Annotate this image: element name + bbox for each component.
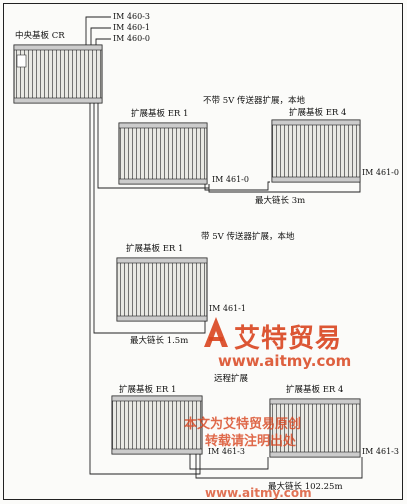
section1-max-length: 最大链长 3m: [255, 196, 306, 206]
rack-er1-5v: [116, 257, 208, 322]
rack-er1-remote: [111, 395, 203, 455]
watermark-line1: 本文为艾特贸易原创: [184, 417, 302, 432]
im461-3-left-label: IM 461-3: [208, 447, 245, 456]
rack-er4-remote: [269, 398, 361, 458]
watermark-url2: www.aitmy.com: [205, 486, 312, 500]
rack-er1-local: [118, 122, 208, 185]
watermark-url: www.aitmy.com: [218, 352, 352, 370]
cr-title: 中央基板 CR: [15, 31, 65, 41]
watermark-line2: 转载请注明出处: [205, 434, 297, 449]
im460-3-label: IM 460-3: [113, 12, 150, 21]
section2-max-length: 最大链长 1.5m: [130, 336, 189, 346]
er1-local-title: 扩展基板 ER 1: [131, 109, 189, 119]
section1-heading: 不带 5V 传送器扩展，本地: [203, 96, 305, 106]
section3-max-length: 最大链长 102.25m: [268, 482, 343, 492]
im461-0-right-label: IM 461-0: [362, 168, 399, 177]
er4-local-title: 扩展基板 ER 4: [289, 108, 347, 118]
er4-remote-title: 扩展基板 ER 4: [286, 385, 344, 395]
im461-1-label: IM 461-1: [209, 304, 246, 313]
section3-heading: 远程扩展: [214, 374, 249, 384]
rack-cr: [13, 44, 103, 104]
im461-0-left-label: IM 461-0: [212, 175, 249, 184]
watermark-brand: 艾特贸易: [234, 324, 343, 354]
watermark-logo-icon: [204, 317, 228, 347]
im460-1-label: IM 460-1: [113, 23, 150, 32]
rack-er4-local: [271, 119, 361, 183]
diagram-frame: [3, 3, 403, 500]
section2-heading: 带 5V 传送器扩展，本地: [201, 232, 295, 242]
im461-3-right-label: IM 461-3: [362, 447, 399, 456]
er1-remote-title: 扩展基板 ER 1: [119, 385, 177, 395]
er1-5v-title: 扩展基板 ER 1: [126, 244, 184, 254]
connection-lines: [85, 16, 363, 479]
im460-0-label: IM 460-0: [113, 34, 150, 43]
